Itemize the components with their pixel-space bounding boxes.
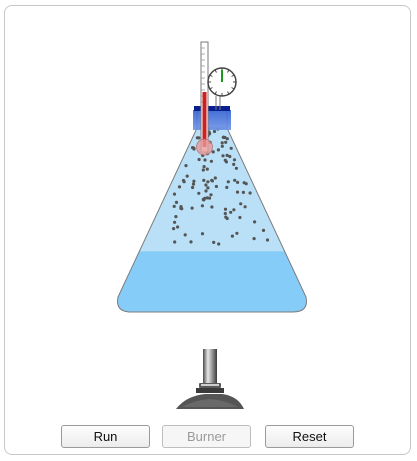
gas-particle [216, 148, 220, 152]
gas-particle [206, 186, 210, 190]
gas-particle [172, 227, 176, 231]
gas-particle [209, 193, 213, 197]
gas-particle [197, 157, 201, 162]
gas-particle [173, 220, 177, 224]
gas-particle [191, 185, 195, 190]
burner-button[interactable]: Burner [162, 425, 251, 448]
gas-particle [232, 158, 237, 162]
gas-particle [172, 192, 177, 196]
gas-particle [200, 204, 204, 208]
gas-particle [189, 240, 193, 244]
gas-particle [220, 141, 224, 145]
gas-particle [207, 196, 212, 200]
gas-particle [241, 190, 245, 194]
liquid-region [117, 251, 307, 312]
gas-particle [223, 211, 227, 216]
gas-particle [191, 182, 196, 186]
flask-outline [117, 127, 307, 313]
gas-particle [225, 153, 229, 157]
gas-particle [211, 150, 215, 154]
gas-particle [239, 202, 243, 206]
gas-particle [253, 220, 257, 224]
gas-particle [234, 166, 238, 170]
gas-particle [226, 180, 230, 184]
gas-particle [235, 190, 240, 194]
gas-particle [229, 146, 233, 150]
gas-particle [210, 178, 214, 182]
thermometer [196, 41, 213, 156]
gas-particle [192, 179, 196, 183]
gas-particle [224, 140, 228, 144]
gas-particle [197, 191, 201, 195]
gas-particle [223, 207, 228, 211]
gas-particle [225, 185, 229, 189]
gas-particle [205, 196, 209, 200]
gas-particle [174, 215, 178, 219]
gas-particle [213, 176, 217, 180]
gas-particle [174, 200, 179, 204]
gas-particle [200, 232, 205, 236]
gas-particle [220, 144, 224, 148]
gas-particle [203, 158, 207, 162]
gas-particle [265, 238, 270, 242]
gas-particle [204, 183, 208, 187]
gas-particle [205, 167, 209, 171]
gas-particle [243, 205, 247, 209]
gas-particle [201, 197, 205, 202]
gas-particle [217, 242, 221, 246]
gas-particle [236, 180, 240, 184]
gas-particle [185, 174, 189, 178]
gas-particle [232, 162, 236, 166]
gas-particle [214, 184, 218, 189]
gas-particle [184, 164, 188, 168]
gas-particle [202, 165, 206, 169]
gas-particle [201, 168, 205, 172]
gas-particle [191, 146, 195, 150]
gas-particle [180, 207, 184, 211]
gas-particle [248, 191, 252, 195]
stopper [193, 106, 231, 130]
gas-particle [238, 215, 242, 220]
gas-particle [206, 180, 210, 184]
reset-button[interactable]: Reset [265, 425, 354, 448]
gas-particle [229, 210, 233, 214]
gas-particle [228, 154, 232, 159]
gas-particle [244, 182, 248, 186]
gas-particle [177, 185, 182, 189]
gas-particle [210, 205, 214, 209]
gas-particle [233, 178, 237, 182]
gas-particle [190, 206, 194, 210]
gas-particle [230, 234, 234, 238]
pressure-gauge [207, 67, 237, 110]
gas-particle [176, 225, 180, 229]
run-button[interactable]: Run [61, 425, 150, 448]
gas-particle [224, 215, 228, 219]
gas-particle [202, 178, 206, 182]
gas-particle [235, 231, 239, 235]
gas-particle [212, 240, 216, 244]
gas-particle [197, 136, 201, 140]
gas-particle [223, 158, 227, 162]
gas-particle [209, 159, 213, 163]
gas-particle [221, 135, 225, 139]
gas-particle [252, 237, 256, 241]
gas-particle [181, 178, 186, 183]
gas-particle [261, 228, 266, 232]
gas-particle [172, 204, 176, 208]
gas-particle [183, 233, 187, 237]
gas-particle [212, 129, 217, 134]
gas-particle [232, 208, 236, 212]
flask [117, 110, 307, 313]
gas-particle [225, 137, 229, 141]
gas-particle [221, 154, 225, 158]
gas-particle [204, 189, 208, 193]
gas-particle [173, 240, 177, 244]
bunsen-burner [176, 349, 244, 409]
